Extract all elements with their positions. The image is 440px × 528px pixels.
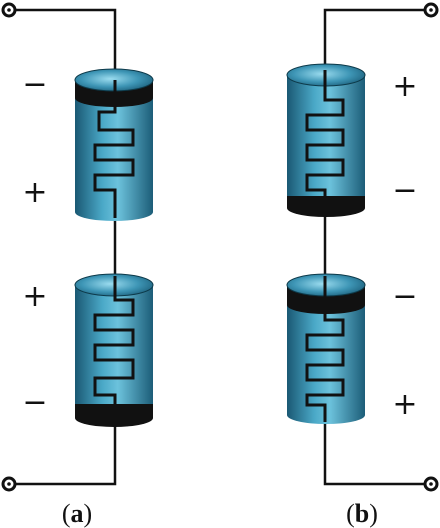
panel-b: + − − + (b) [286,2,439,528]
sign-b1-top: + [392,69,417,104]
sign-b1-bottom: − [392,173,417,208]
cell-a1 [74,68,154,221]
wire-bottom-a [15,420,117,486]
wire-top-b [323,8,425,72]
sign-a1-top: − [22,67,47,102]
cell-b1 [286,63,366,217]
sign-a1-bottom: + [22,175,47,210]
cell-b2 [286,273,366,424]
panel-a: − + + − (a) [1,2,154,528]
caption-b: (b) [346,499,378,528]
wire-top-a [15,8,117,78]
cell-a2 [74,273,154,427]
sign-b2-bottom: + [392,387,417,422]
sign-a2-bottom: − [22,385,47,420]
sign-b2-top: − [392,279,417,314]
caption-a: (a) [62,499,92,528]
wire-bottom-b [323,420,425,486]
sign-a2-top: + [22,279,47,314]
